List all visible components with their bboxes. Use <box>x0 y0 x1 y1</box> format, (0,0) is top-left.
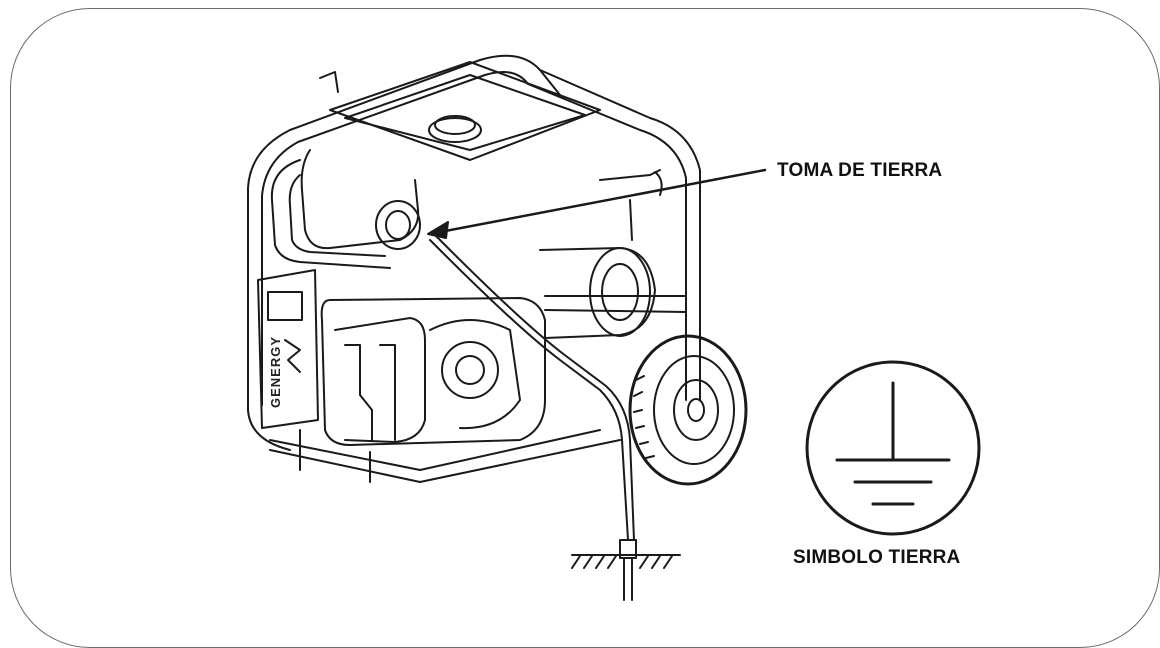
earth-ground-icon <box>805 360 981 536</box>
generator-grounding-diagram <box>247 54 981 601</box>
ground-symbol-caption: SIMBOLO TIERRA <box>793 547 961 568</box>
pointer-arrow <box>427 168 767 239</box>
ground-point-label: TOMA DE TIERRA <box>777 160 943 181</box>
generator-illustration <box>247 54 748 601</box>
generator-brand-text: GENERGY <box>268 335 283 408</box>
